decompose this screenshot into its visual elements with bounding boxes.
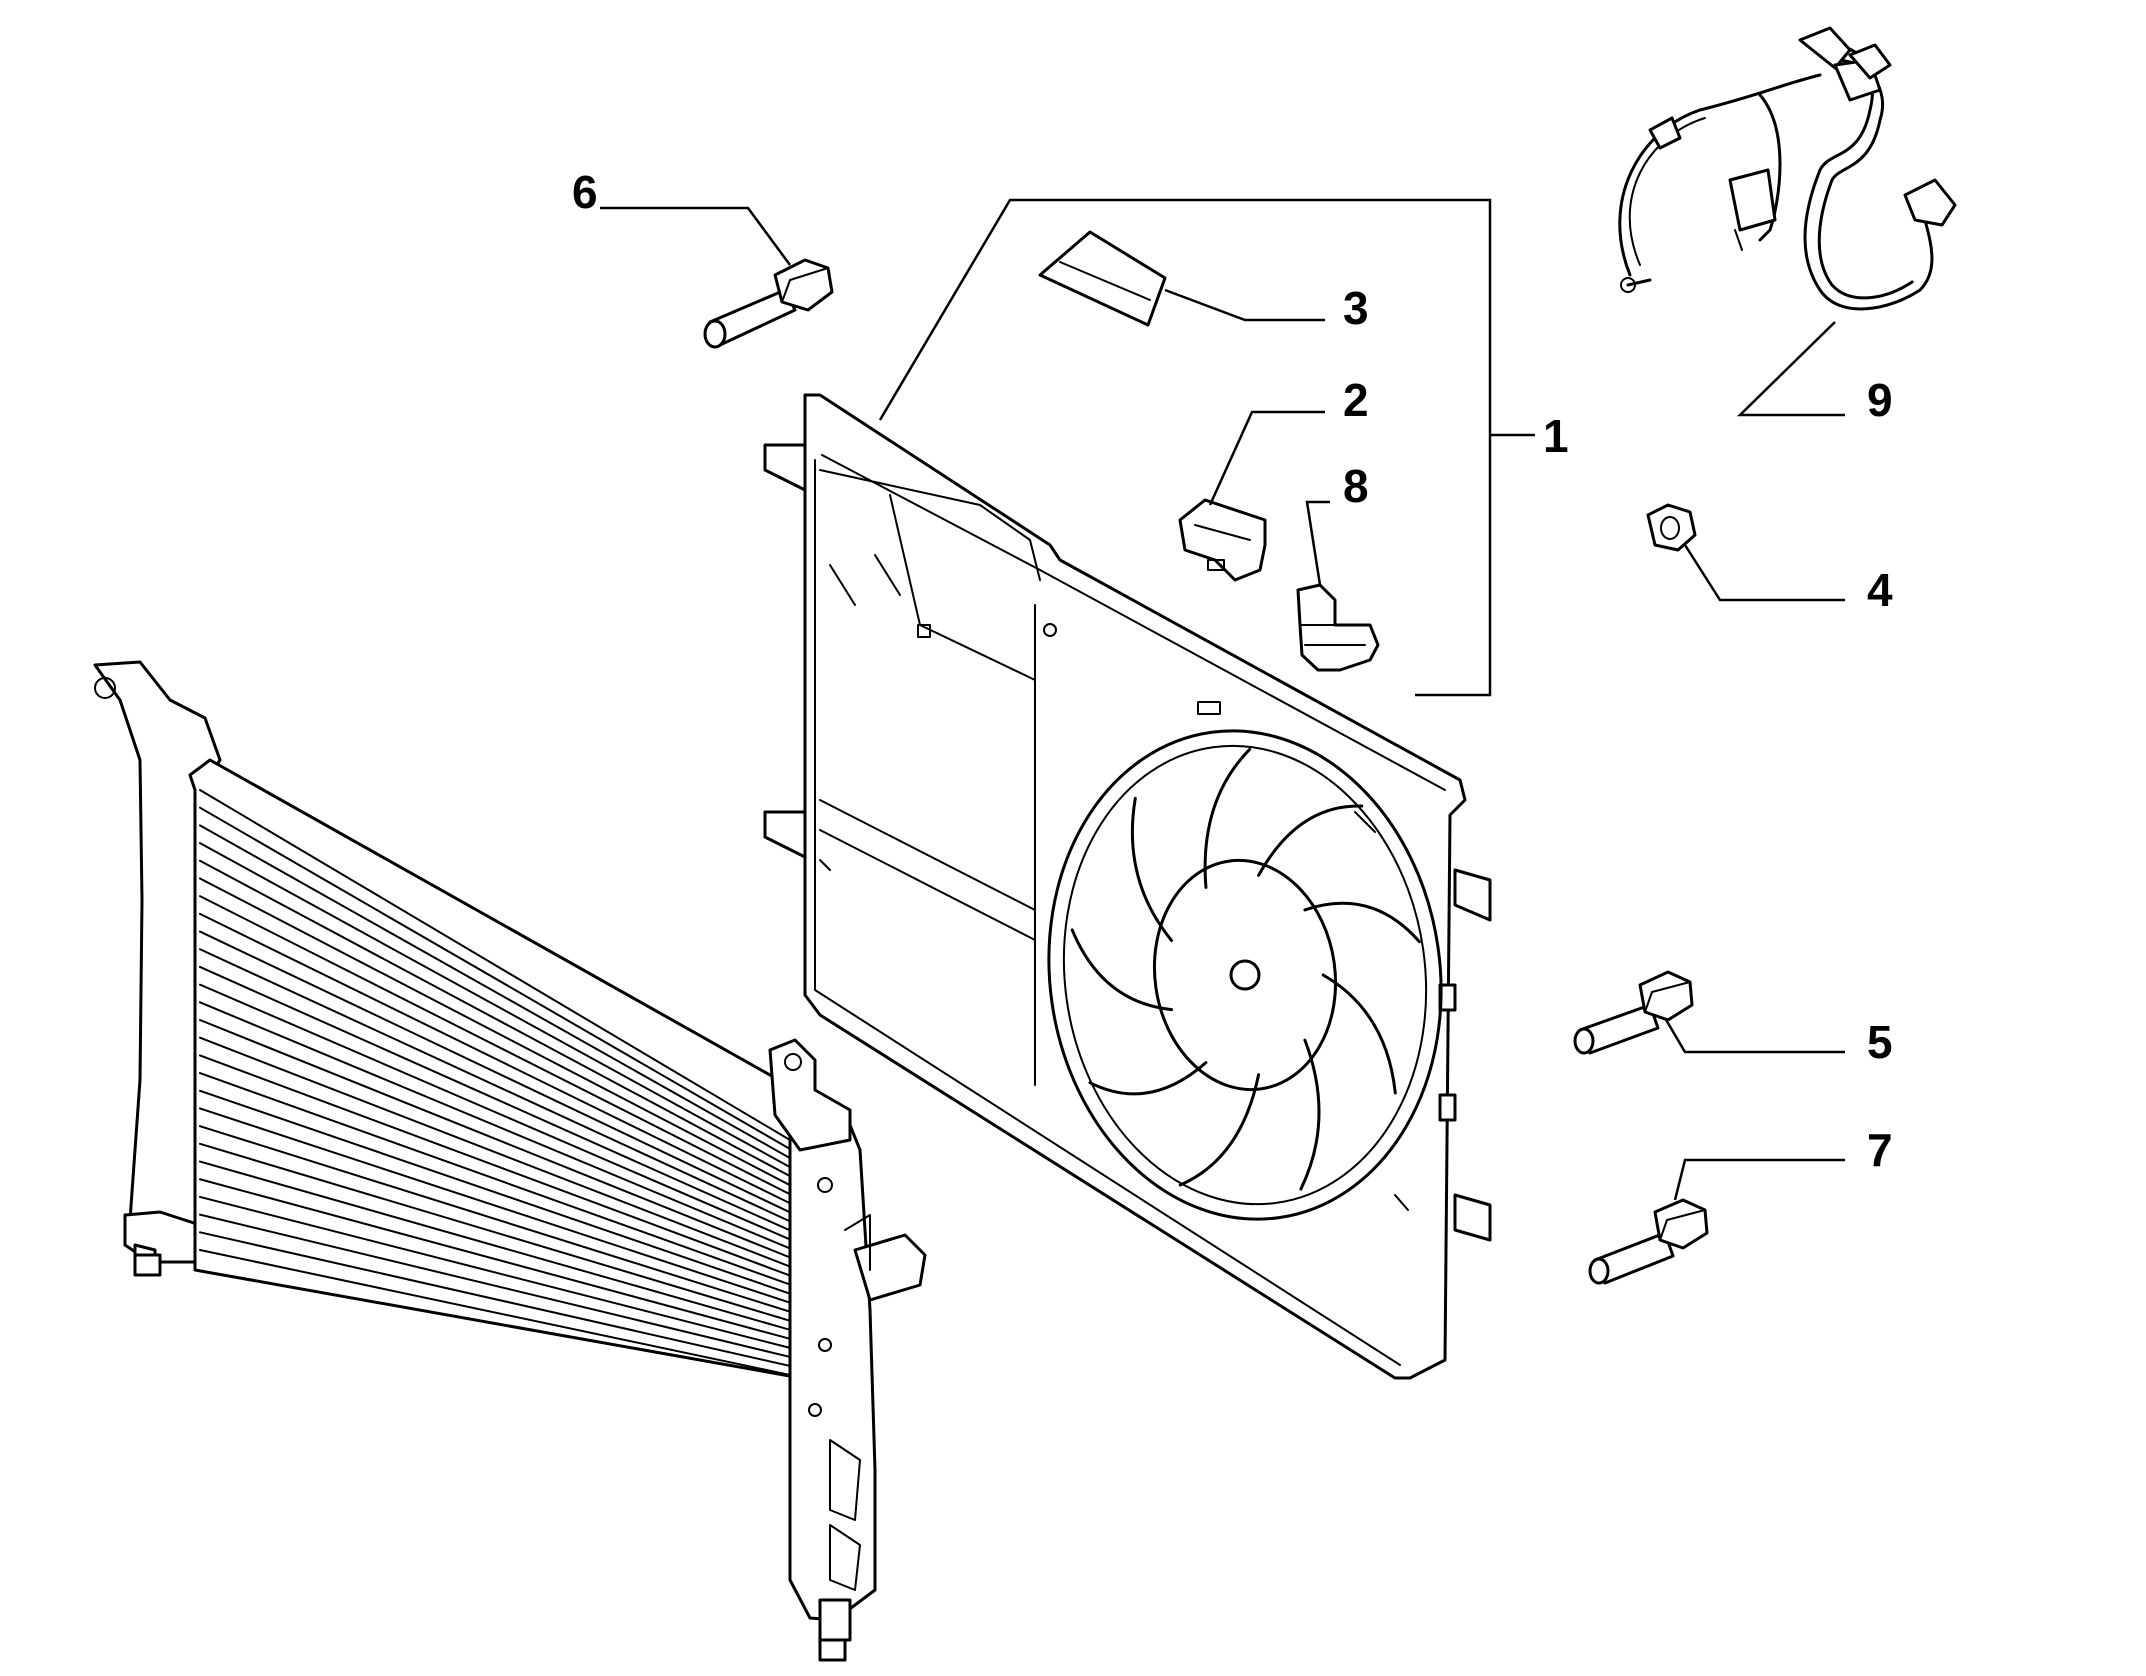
fin-line xyxy=(199,1213,791,1358)
fan-blade xyxy=(1299,1038,1321,1191)
fan-shroud xyxy=(763,393,1492,1380)
fin-line xyxy=(199,1019,791,1259)
fin-line xyxy=(199,1231,791,1367)
callout-7: 7 xyxy=(1867,1124,1893,1176)
fin-line xyxy=(199,1125,791,1313)
fan-blade xyxy=(1321,973,1397,1095)
fin-line xyxy=(199,1036,791,1268)
fin-line xyxy=(199,1178,791,1340)
fan-blade xyxy=(1130,796,1173,942)
part-bolt-7 xyxy=(1588,1158,1845,1285)
fin-line xyxy=(199,912,791,1205)
fin-line xyxy=(199,1107,791,1304)
callout-labels: 1 2 3 4 5 6 7 8 9 xyxy=(572,166,1893,1176)
fan-blade xyxy=(1178,1073,1261,1187)
fin-line xyxy=(199,1142,791,1322)
fin-line xyxy=(199,789,791,1141)
fan-blade xyxy=(1203,747,1252,889)
fin-line xyxy=(199,965,791,1232)
fan-blade xyxy=(1257,804,1364,877)
part-bolt-6 xyxy=(600,206,834,349)
fin-line xyxy=(199,1249,791,1376)
callout-8: 8 xyxy=(1343,460,1369,512)
radiator xyxy=(93,660,927,1662)
fin-line xyxy=(199,1054,791,1277)
part-wiring-harness xyxy=(1618,26,1957,417)
fan-blade xyxy=(1088,1061,1208,1096)
fan-blades xyxy=(1070,747,1421,1191)
fin-line xyxy=(199,1001,791,1250)
fan-blade xyxy=(1303,901,1421,944)
callout-2: 2 xyxy=(1343,374,1369,426)
fin-line xyxy=(199,895,791,1196)
fin-line xyxy=(199,877,791,1187)
callout-5: 5 xyxy=(1867,1016,1893,1068)
callout-1: 1 xyxy=(1543,410,1569,462)
part-cable-clip xyxy=(1296,500,1380,672)
fin-line xyxy=(199,1089,791,1295)
fin-line xyxy=(199,948,791,1223)
fin-line xyxy=(199,824,791,1160)
part-nut xyxy=(1646,503,1845,602)
part-bolt-5 xyxy=(1573,970,1845,1055)
fin-line xyxy=(199,1072,791,1286)
callout-3: 3 xyxy=(1343,282,1369,334)
fin-line xyxy=(199,930,791,1214)
callout-1-bracket xyxy=(878,198,1535,697)
fin-line xyxy=(199,806,791,1151)
fin-line xyxy=(199,859,791,1178)
fin-line xyxy=(199,842,791,1169)
fin-line xyxy=(199,1195,791,1349)
callout-4: 4 xyxy=(1867,564,1893,616)
fin-line xyxy=(199,983,791,1241)
radiator-fins xyxy=(199,789,791,1376)
fan-blade xyxy=(1070,928,1173,1012)
callout-9: 9 xyxy=(1867,374,1893,426)
callout-6: 6 xyxy=(572,166,598,218)
part-mounting-bracket xyxy=(1178,410,1325,582)
part-clip xyxy=(1038,230,1325,327)
fin-line xyxy=(199,1160,791,1331)
